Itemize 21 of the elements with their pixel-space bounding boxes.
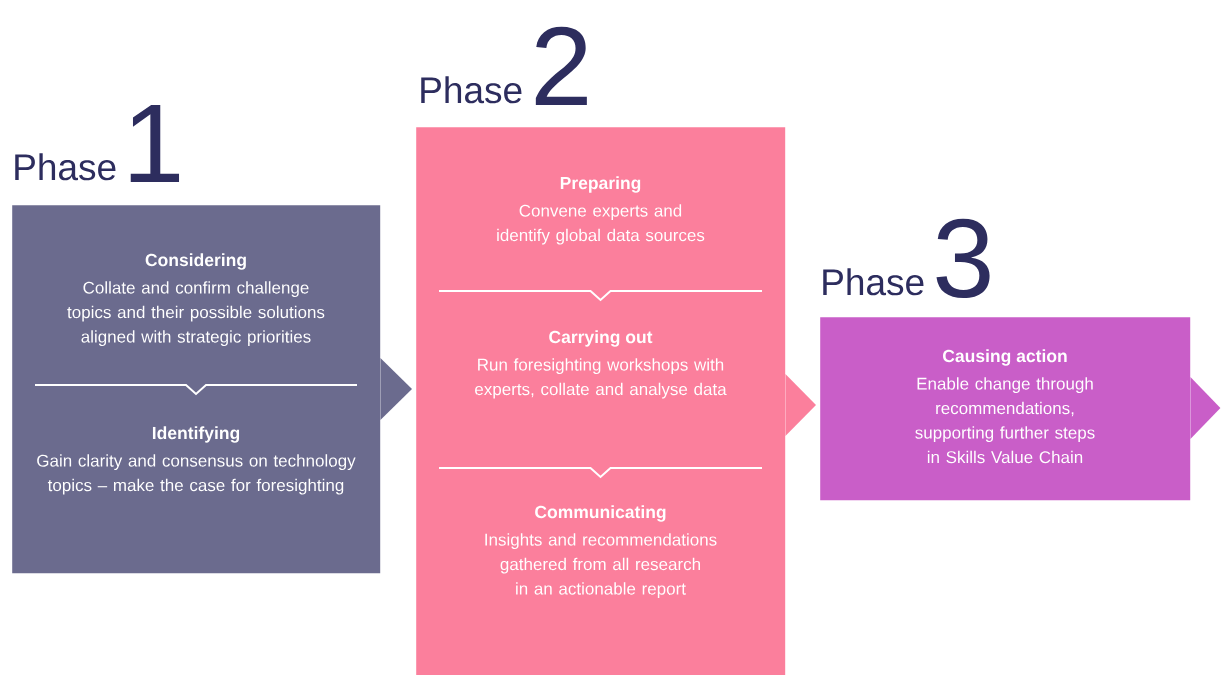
step-description: Run foresighting workshops with experts, collate and analyse data	[475, 358, 727, 399]
step-heading: Communicating	[535, 505, 666, 522]
phase-number: 3	[936, 218, 990, 299]
phase-number: 2	[535, 26, 587, 105]
step-description: Gain clarity and consensus on technology topics – make the case for foresighting	[37, 454, 356, 495]
step-heading: Carrying out	[549, 330, 653, 347]
step-heading: Identifying	[152, 426, 240, 443]
step-description: Enable change through recommendations, supporting further steps in Skills Value Chain	[915, 377, 1095, 464]
step-description: Collate and confirm challenge topics and their possible solutions aligned with strategic priorities	[67, 281, 325, 347]
step-heading: Causing action	[943, 349, 1067, 366]
arrow-tip	[1190, 377, 1221, 439]
phase-number: 1	[130, 104, 179, 182]
step-description: Insights and recommendations gathered from all research in an actionable report	[485, 533, 717, 599]
phase-label: Phase	[823, 268, 924, 296]
arrow-tip	[380, 358, 412, 420]
step-description: Convene experts and identify global data sources	[497, 204, 705, 245]
phase-label: Phase	[15, 153, 116, 181]
step-heading: Preparing	[560, 176, 641, 193]
step-heading: Considering	[145, 253, 246, 270]
phase-label: Phase	[421, 76, 522, 104]
arrow-tip	[785, 374, 816, 436]
